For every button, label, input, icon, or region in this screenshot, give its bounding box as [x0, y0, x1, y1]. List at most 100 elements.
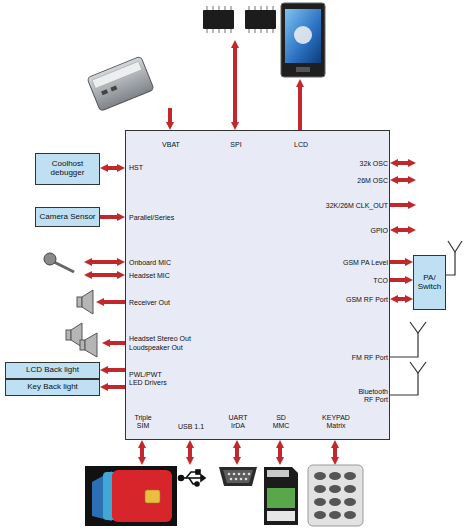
serial-port-image	[219, 467, 257, 486]
signal-arrow	[333, 448, 337, 457]
signal-arrow	[398, 178, 408, 182]
usb-symbol	[201, 475, 205, 481]
serial-port-image	[230, 478, 233, 481]
speaker-symbol	[66, 330, 71, 340]
lcd-image	[296, 67, 310, 72]
box-label: Camera Sensor	[39, 213, 95, 222]
keypad-image	[329, 485, 341, 493]
pin-label: 26M OSC	[328, 177, 388, 185]
pin-label: USB 1.1	[171, 423, 211, 431]
spi-flash-image	[245, 10, 276, 29]
battery-image	[110, 86, 117, 92]
microphone-symbol	[44, 253, 56, 265]
lcd-image	[281, 3, 325, 77]
signal-arrow	[168, 108, 172, 122]
signal-arrow	[92, 273, 117, 277]
spi-flash-image	[248, 6, 274, 10]
pin-label: 32k OSC	[328, 160, 388, 168]
signal-arrow	[188, 448, 192, 457]
signal-arrow	[92, 260, 117, 264]
sd-card-image	[267, 488, 295, 508]
pin-label: PWL/PWT LED Drivers	[129, 371, 171, 387]
backlight-box: LCD Back light	[5, 362, 100, 379]
signal-arrow	[140, 448, 144, 457]
pa-switch-box: PA/ Switch	[413, 255, 446, 310]
sd-card-image	[267, 511, 295, 521]
battery-image	[87, 56, 154, 111]
signal-arrow	[92, 48, 408, 457]
keypad-image	[344, 498, 356, 506]
keypad-image	[344, 472, 356, 480]
box-label: LCD Back light	[26, 366, 79, 375]
signal-arrow	[398, 228, 408, 232]
keypad-image	[314, 498, 326, 506]
antenna-symbol	[410, 362, 426, 373]
signal-arrow	[104, 300, 125, 304]
sim-card-image	[85, 466, 177, 526]
usb-symbol	[196, 470, 200, 474]
keypad-image	[314, 472, 326, 480]
pin-label: HST	[129, 164, 169, 172]
signal-arrow	[110, 341, 125, 345]
debugger-box: Coolhost debugger	[35, 153, 100, 185]
signal-arrow	[100, 215, 117, 219]
serial-port-image	[248, 473, 251, 476]
signal-arrow	[390, 278, 405, 282]
keypad-image	[344, 511, 356, 519]
pin-label: FM RF Port	[328, 354, 388, 362]
battery-image	[92, 61, 142, 88]
pin-label: GSM RF Port	[328, 296, 388, 304]
antenna-symbol	[390, 241, 462, 395]
speaker-symbol	[85, 333, 97, 357]
serial-port-image	[240, 478, 243, 481]
keypad-image	[344, 485, 356, 493]
pin-label: SD MMC	[270, 414, 292, 430]
signal-arrow	[390, 203, 408, 207]
antenna-symbol	[390, 333, 418, 357]
serial-port-image	[233, 473, 236, 476]
spi-flash-image	[206, 6, 232, 10]
pin-label: Loudspeaker Out	[129, 344, 209, 352]
backlight-box: Key Back light	[5, 379, 100, 396]
pin-label: TCO	[328, 277, 388, 285]
pin-label: KEYPAD Matrix	[319, 414, 353, 430]
pin-label: Parallel/Series	[129, 214, 199, 222]
speaker-symbol	[77, 297, 82, 307]
pin-label: UART IrDA	[225, 414, 251, 430]
signal-arrow	[398, 161, 408, 165]
serial-port-image	[223, 470, 253, 483]
signal-arrow	[108, 385, 125, 389]
chip-block: VBATSPILCDHSTParallel/SeriesOnboard MICH…	[125, 130, 390, 440]
serial-port-image	[228, 473, 231, 476]
speaker-symbol	[66, 290, 97, 357]
pin-label: Headset MIC	[129, 272, 189, 280]
usb-symbol	[179, 470, 206, 486]
serial-port-image	[243, 473, 246, 476]
signal-arrow	[108, 368, 125, 372]
pin-label: Onboard MIC	[129, 259, 189, 267]
signal-arrow	[108, 166, 117, 170]
antenna-symbol	[410, 322, 426, 333]
sim-card-image	[112, 470, 172, 522]
pin-label: Triple SIM	[131, 414, 155, 430]
pin-label: Headset Stereo Out	[129, 335, 209, 343]
lcd-image	[285, 9, 321, 63]
battery-image	[87, 56, 154, 111]
spi-flash-image	[203, 10, 234, 29]
sd-card-image	[264, 467, 298, 525]
battery-image	[101, 89, 108, 95]
serial-port-image	[219, 467, 257, 486]
keypad-image	[329, 498, 341, 506]
microphone-symbol	[54, 262, 74, 272]
spi-flash-image	[206, 29, 232, 33]
spi-flash-image	[203, 8, 276, 31]
box-label: Key Back light	[27, 383, 78, 392]
serial-port-image	[238, 473, 241, 476]
camera-box: Camera Sensor	[35, 207, 100, 227]
signal-arrow	[398, 297, 405, 301]
antenna-symbol	[390, 373, 418, 395]
speaker-symbol	[82, 290, 93, 314]
sd-card-image	[264, 467, 298, 525]
